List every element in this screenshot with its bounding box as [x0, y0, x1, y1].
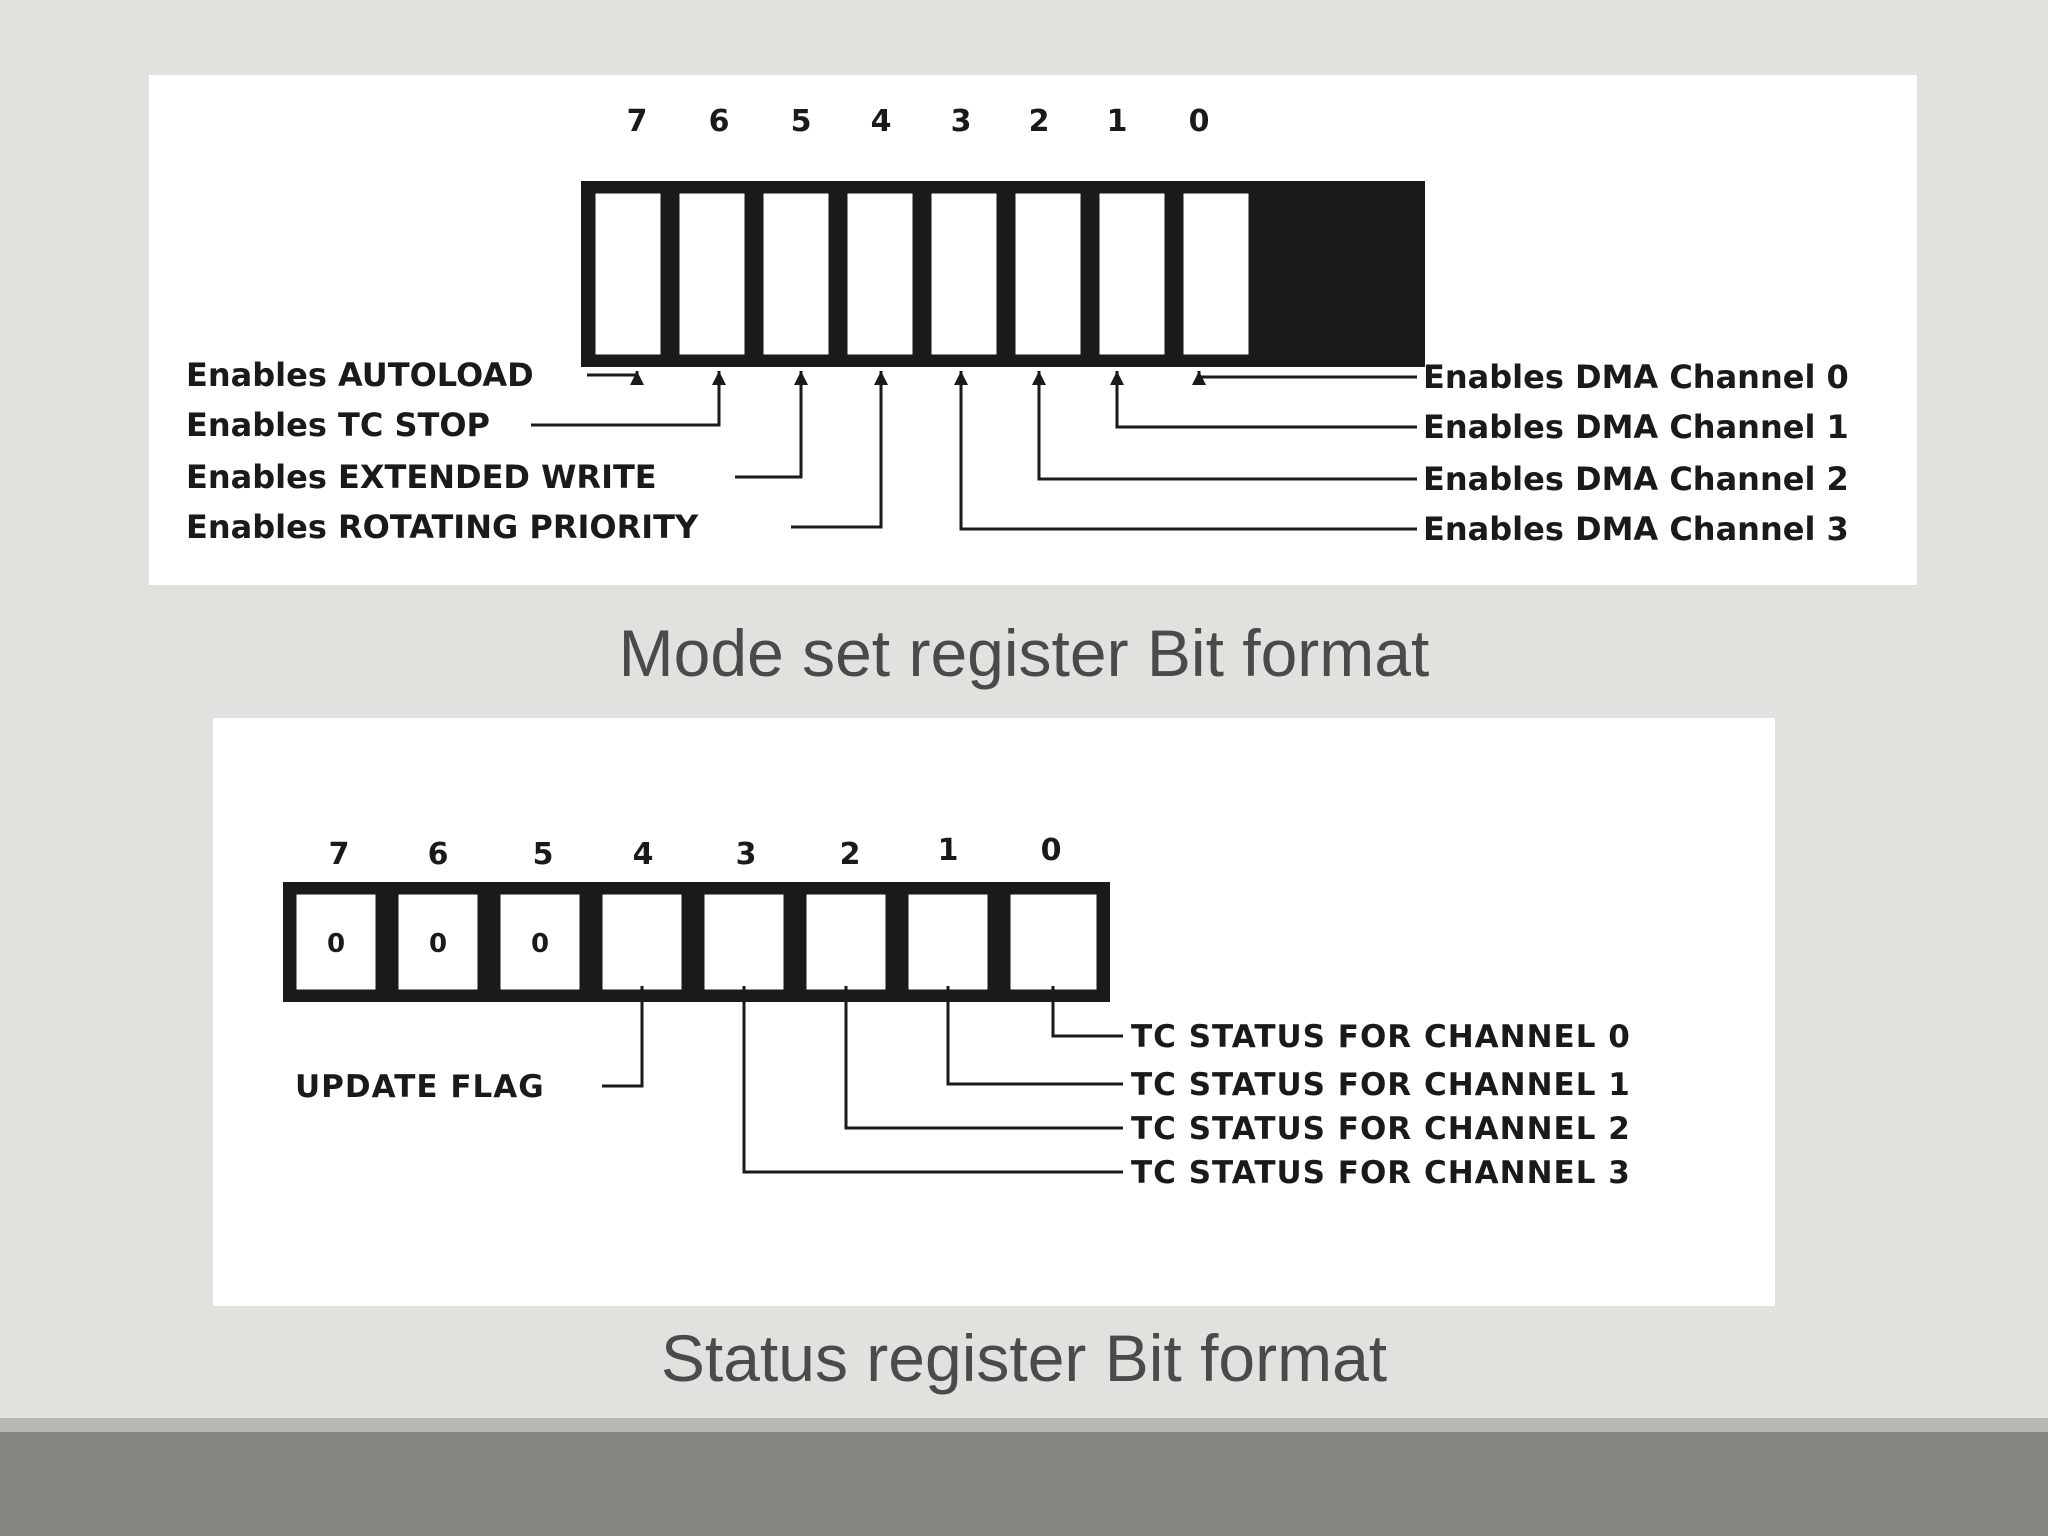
footer-divider [0, 1418, 2048, 1432]
status-bit-number-5: 5 [533, 837, 554, 872]
mode-arrow-left-2 [794, 371, 808, 385]
status-label-right-2: TC STATUS FOR CHANNEL 2 [1131, 1111, 1631, 1147]
mode-label-left-1: Enables TC STOP [186, 406, 490, 444]
status-bit-number-7: 7 [329, 837, 350, 872]
mode-arrow-right-1 [1110, 371, 1124, 385]
mode-arrow-left-3 [874, 371, 888, 385]
mode-label-left-2: Enables EXTENDED WRITE [186, 458, 657, 496]
mode-bit-cell-2 [1010, 188, 1086, 360]
status-register-svg: 7 6 5 4 3 2 1 0 0 0 0 UPDATE FLAG TC STAT… [283, 833, 1631, 1191]
mode-bit-number-3: 3 [951, 104, 972, 139]
status-bit-cell-4 [597, 889, 687, 995]
mode-bit-cell-7 [590, 188, 666, 360]
mode-bit-cell-3 [926, 188, 1002, 360]
status-bit-cell-0 [1005, 889, 1102, 995]
status-bit-number-1: 1 [938, 833, 959, 868]
status-bit-number-2: 2 [840, 837, 861, 872]
status-label-right-0: TC STATUS FOR CHANNEL 0 [1131, 1019, 1631, 1055]
mode-bit-number-1: 1 [1107, 104, 1128, 139]
status-bit-cell-3 [699, 889, 789, 995]
mode-label-left-0: Enables AUTOLOAD [186, 356, 534, 394]
mode-bit-cell-5 [758, 188, 834, 360]
status-bit-number-6: 6 [428, 837, 449, 872]
status-leader-right-3 [742, 986, 1123, 1174]
mode-register-caption: Mode set register Bit format [618, 616, 1430, 690]
status-arrow-right-3 [737, 986, 751, 1000]
mode-bit-number-6: 6 [709, 104, 730, 139]
status-bit-number-0: 0 [1041, 833, 1062, 868]
mode-register-diagram: 7 6 5 4 3 2 1 0 [149, 75, 1917, 585]
mode-leader-right-1 [1115, 371, 1417, 429]
status-bit-number-3: 3 [736, 837, 757, 872]
status-label-update-flag: UPDATE FLAG [295, 1069, 545, 1105]
status-bit-value-5: 0 [531, 929, 549, 959]
mode-arrow-left-0 [630, 371, 644, 385]
mode-leader-left-3 [791, 371, 883, 529]
status-leader-update-flag [602, 986, 644, 1088]
mode-leader-left-1 [531, 371, 721, 427]
mode-bit-number-5: 5 [791, 104, 812, 139]
status-register-diagram: 7 6 5 4 3 2 1 0 0 0 0 UPDATE FLAG TC STAT… [213, 718, 1775, 1306]
mode-bit-cell-0 [1178, 188, 1254, 360]
footer-bar [0, 1432, 2048, 1536]
mode-label-right-3: Enables DMA Channel 3 [1423, 510, 1849, 548]
mode-label-left-3: Enables ROTATING PRIORITY [186, 508, 699, 546]
status-leader-right-1 [946, 986, 1123, 1086]
status-bit-cell-5 [495, 889, 585, 995]
status-bit-value-6: 0 [429, 929, 447, 959]
mode-arrow-right-2 [1032, 371, 1046, 385]
status-arrow-right-0 [1046, 986, 1060, 1000]
mode-label-right-0: Enables DMA Channel 0 [1423, 358, 1849, 396]
mode-leader-right-0 [1197, 371, 1417, 379]
status-bit-cell-2 [801, 889, 891, 995]
mode-leader-right-3 [959, 371, 1417, 531]
mode-bit-cell-4 [842, 188, 918, 360]
status-arrow-update-flag [635, 986, 649, 1000]
mode-leader-left-0 [587, 371, 639, 377]
status-label-right-1: TC STATUS FOR CHANNEL 1 [1131, 1067, 1631, 1103]
status-bit-value-7: 0 [327, 929, 345, 959]
mode-label-right-2: Enables DMA Channel 2 [1423, 460, 1849, 498]
mode-arrow-left-1 [712, 371, 726, 385]
status-arrow-right-2 [839, 986, 853, 1000]
status-bit-cell-1 [903, 889, 993, 995]
status-label-right-3: TC STATUS FOR CHANNEL 3 [1131, 1155, 1631, 1191]
mode-bit-number-0: 0 [1189, 104, 1210, 139]
mode-bit-cell-1 [1094, 188, 1170, 360]
mode-register-svg: 7 6 5 4 3 2 1 0 [186, 104, 1849, 548]
status-leader-right-0 [1051, 986, 1123, 1038]
mode-bit-number-4: 4 [871, 104, 892, 139]
mode-leader-right-2 [1037, 371, 1417, 481]
mode-arrow-right-3 [954, 371, 968, 385]
status-register-caption: Status register Bit format [660, 1321, 1388, 1395]
mode-leader-left-2 [735, 371, 803, 479]
mode-bit-cell-6 [674, 188, 750, 360]
mode-label-right-1: Enables DMA Channel 1 [1423, 408, 1849, 446]
status-bit-cell-6 [393, 889, 483, 995]
status-bit-number-4: 4 [633, 837, 654, 872]
status-bit-cell-7 [291, 889, 381, 995]
mode-bit-number-7: 7 [627, 104, 648, 139]
status-arrow-right-1 [941, 986, 955, 1000]
mode-bit-number-2: 2 [1029, 104, 1050, 139]
mode-arrow-right-0 [1192, 371, 1206, 385]
status-leader-right-2 [844, 986, 1123, 1130]
